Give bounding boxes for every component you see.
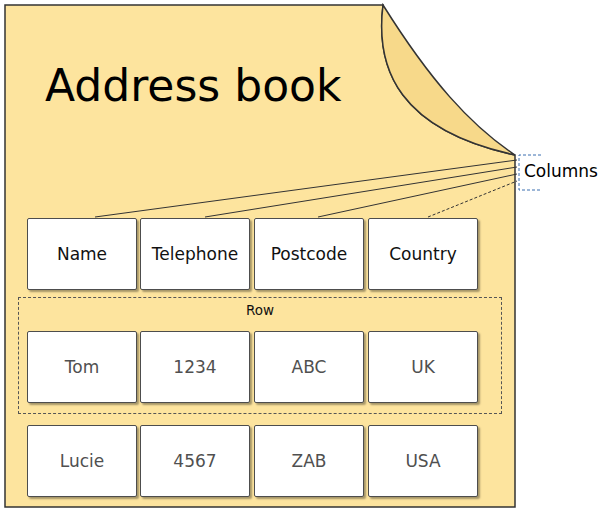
leader-line (318, 174, 517, 217)
table-cell: 4567 (140, 425, 250, 497)
cell-text: Telephone (152, 244, 238, 264)
column-header-cell: Name (27, 218, 137, 290)
table-cell: ZAB (254, 425, 364, 497)
table-cell: USA (368, 425, 478, 497)
cell-text: Lucie (60, 451, 104, 471)
row-label: Row (19, 302, 501, 318)
leader-line (428, 181, 517, 217)
column-header-cell: Postcode (254, 218, 364, 290)
leader-line (95, 160, 517, 217)
cell-text: Postcode (271, 244, 348, 264)
leader-line (205, 167, 517, 217)
cell-text: UK (411, 357, 435, 377)
cell-text: Name (57, 244, 107, 264)
cell-text: ABC (292, 357, 327, 377)
page-fold (382, 5, 515, 155)
diagram-title: Address book (45, 60, 341, 111)
cell-text: 4567 (173, 451, 216, 471)
table-cell: Tom (27, 331, 137, 403)
cell-text: Country (389, 244, 457, 264)
cell-text: 1234 (173, 357, 216, 377)
cell-text: USA (405, 451, 440, 471)
page-sheet (5, 5, 515, 507)
leader-lines (95, 160, 517, 217)
cell-text: ZAB (292, 451, 327, 471)
row-band: RowTom 1234 ABC UK (18, 297, 502, 414)
column-header-cell: Country (368, 218, 478, 290)
table-cell: ABC (254, 331, 364, 403)
table-cell: UK (368, 331, 478, 403)
cell-text: Tom (65, 357, 99, 377)
table-cell: Lucie (27, 425, 137, 497)
column-header-cell: Telephone (140, 218, 250, 290)
table-cell: 1234 (140, 331, 250, 403)
callout-label: Columns (524, 161, 598, 181)
